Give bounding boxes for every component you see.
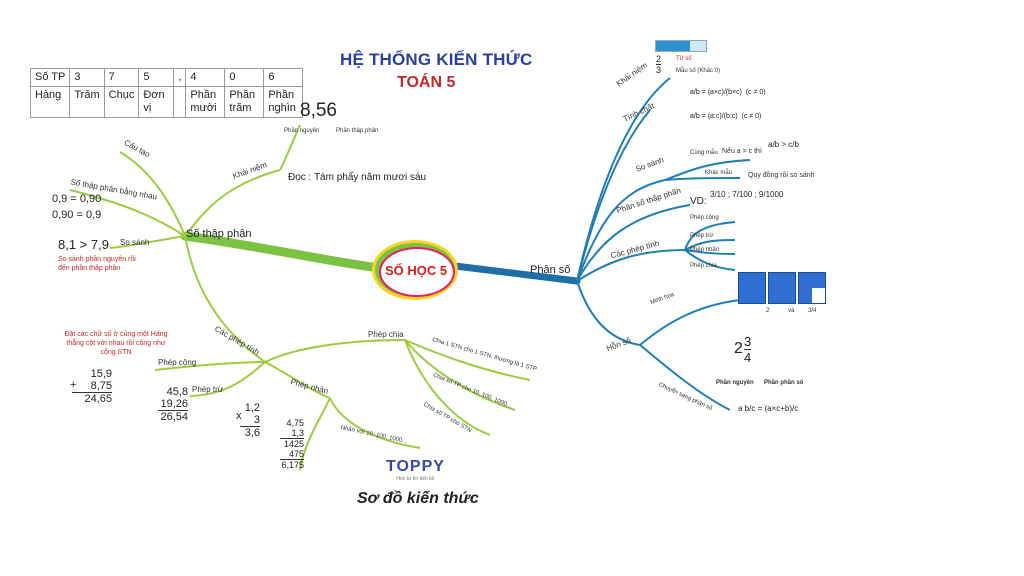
subtraction-work: 45,8 19,26 26,54 (158, 386, 188, 423)
table-row: Hàng Trăm Chục Đơn vị Phần mười Phần tră… (29, 86, 304, 118)
multiplication-work-2: 4,75 1,3 1425 475 6,175 (280, 418, 304, 470)
sum: 24,65 (84, 393, 112, 405)
illus-label: 2 (766, 308, 770, 314)
label-so-sanh-left: So sánh (120, 238, 150, 247)
center-node: SỐ HỌC 5 (372, 240, 460, 302)
table-cell: 7 (103, 68, 140, 87)
label-vd: VD: (690, 196, 707, 207)
table-cell: 4 (185, 68, 226, 87)
table-cell: Hàng (29, 86, 71, 118)
mixed-numerator: 3 (744, 334, 752, 350)
figure-caption: Sơ đồ kiến thức (357, 490, 479, 507)
conversion-formula: a b/c = (a×c+b)/c (738, 404, 799, 413)
main-branch-right (451, 262, 581, 285)
branch-phan-so: Phân số (530, 264, 571, 276)
rule-khac-mau: Quy đồng rồi so sánh (748, 172, 815, 179)
illustration-square (738, 272, 766, 304)
logo-text: TOPPY (386, 458, 445, 475)
rule-cung-mau: Nếu a > c thì (722, 148, 762, 155)
equation-1: 0,9 = 0,90 (52, 193, 102, 205)
table-cell: Đơn vị (138, 86, 175, 118)
property-multiply: a/b = (a×c)/(b×c) (c ≠ 0) (690, 89, 766, 96)
table-cell: 0 (224, 68, 265, 87)
table-row: Số TP 3 7 5 , 4 0 6 (29, 68, 304, 87)
product: 3,6 (244, 427, 260, 439)
factor: 4,75 (286, 418, 304, 428)
partial-product: 1425 (283, 439, 304, 449)
op-cong: Phép cộng (690, 215, 719, 221)
example-number: 8,56 (300, 100, 337, 121)
label-phep-tru: Phép trừ (192, 385, 224, 394)
plus-sign: + (70, 379, 77, 391)
fraction-bar-illustration (655, 40, 707, 52)
rule-cung-mau-fraction: a/b > c/b (768, 140, 799, 149)
label-phan-nguyen-left: Phần nguyên (284, 128, 320, 134)
factor: 3 (240, 414, 260, 427)
table-cell: Phần mười (185, 86, 226, 118)
table-cell: Trăm (69, 86, 105, 118)
label-phan-thap-phan: Phần thập phân (336, 128, 379, 134)
diagram-title: HỆ THỐNG KIẾN THỨC (340, 50, 533, 69)
times-sign: x (236, 410, 242, 422)
illus-label: và (788, 308, 795, 314)
place-value-table: Số TP 3 7 5 , 4 0 6 Hàng Trăm Chục Đơn v… (29, 68, 304, 118)
table-cell (173, 86, 187, 118)
table-cell: Chục (103, 86, 140, 118)
illustration-square (768, 272, 796, 304)
op-tru: Phép trừ (690, 233, 714, 239)
compare-note: So sánh phần nguyên rồi đến phần thập ph… (58, 256, 136, 272)
toppy-logo: TOPPY Học tự tin tiến bộ (386, 458, 445, 482)
label-cung-mau: Cùng mẫu (690, 150, 718, 156)
reading-text: Đọc : Tám phẩy năm mươi sáu (288, 172, 427, 183)
label-phan-nguyen-right: Phần nguyên (716, 380, 754, 386)
label-mau-so: Mẫu số (Khác 0) (676, 68, 721, 74)
table-cell: , (173, 68, 187, 87)
difference: 26,54 (160, 411, 188, 423)
label-tu-so: Tử số (676, 56, 692, 62)
minuend: 45,8 (166, 386, 188, 398)
table-cell: 5 (138, 68, 175, 87)
product: 6,175 (281, 460, 304, 470)
multiplication-work-1: 1,2 3 3,6 (240, 402, 260, 439)
addend-2: 8,75 (72, 380, 112, 393)
mixed-number-fraction: 3 4 (744, 334, 752, 365)
op-nhan: Phép nhân (690, 247, 720, 253)
table-cell: Phần nghìn (263, 86, 304, 118)
illustration-square-partial (798, 272, 826, 304)
table-cell: Số TP (29, 68, 71, 87)
table-cell: Phần trăm (224, 86, 265, 118)
partial-product: 475 (280, 449, 304, 460)
illus-label: 3/4 (808, 308, 817, 314)
compare-example: 8,1 > 7,9 (58, 237, 109, 252)
addend-1: 15,9 (90, 368, 112, 380)
label-phan-phan-so: Phần phân số (764, 380, 804, 386)
diagram-subtitle: TOÁN 5 (397, 74, 456, 91)
branch-so-thap-phan: Số thập phân (186, 228, 252, 240)
factor: 1,2 (244, 402, 260, 414)
addition-note: Đặt các chữ số ở cùng một Hàng thẳng cột… (64, 331, 168, 356)
decimal-fraction-examples: 3/10 ; 7/100 ; 9/1000 (710, 190, 784, 199)
label-phep-cong: Phép cộng (158, 358, 197, 367)
center-label: SỐ HỌC 5 (384, 263, 448, 278)
subtrahend: 19,26 (158, 398, 188, 411)
label-khac-mau: Khác mẫu (705, 170, 733, 176)
table-cell: 6 (263, 68, 304, 87)
mixed-number-whole: 2 (734, 340, 743, 357)
mixed-denominator: 4 (744, 350, 752, 365)
table-cell: 3 (69, 68, 105, 87)
addition-work: 15,9 8,75 24,65 (72, 368, 112, 405)
op-chia: Phép chia (690, 263, 717, 269)
label-phep-chia: Phép chia (368, 330, 404, 339)
property-divide: a/b = (a:c)/(b:c) (c ≠ 0) (690, 113, 762, 120)
logo-tagline: Học tự tin tiến bộ (396, 476, 435, 482)
factor: 1,3 (280, 428, 304, 439)
equation-2: 0,90 = 0,9 (52, 209, 102, 221)
main-branch-left (180, 231, 385, 273)
